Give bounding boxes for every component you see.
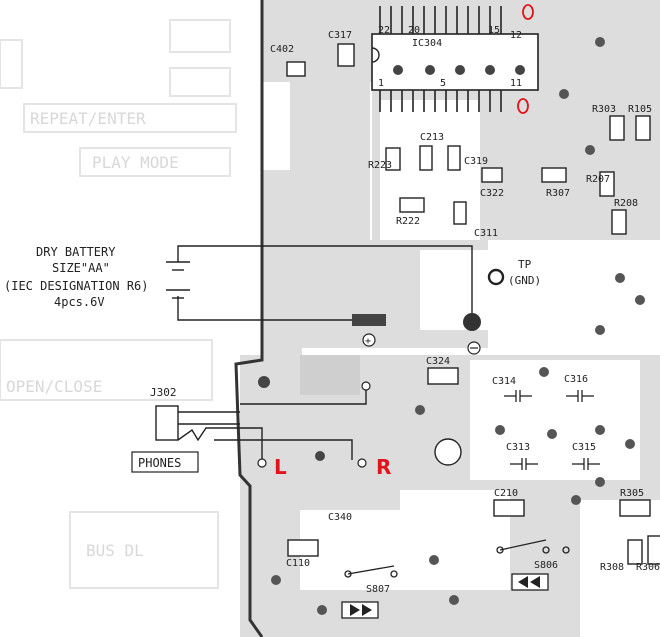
test-point-net: (GND) <box>508 274 541 287</box>
test-point-gnd <box>487 268 505 286</box>
phones-jack <box>155 388 367 460</box>
ic-pin-5: 5 <box>440 78 446 89</box>
battery-wiring <box>166 245 473 322</box>
ref-c319: C319 <box>464 156 488 167</box>
ic304 <box>371 6 539 112</box>
component-labels: C402 C317 R223 C213 C319 C322 R307 R222 … <box>270 30 660 595</box>
ref-s806: S806 <box>534 560 558 571</box>
phones-label-box <box>131 451 199 473</box>
battery-line-1: DRY BATTERY <box>36 245 116 259</box>
battery-line-2: SIZE"AA" <box>52 261 110 275</box>
capacitor-pairs <box>504 390 600 470</box>
ic-pin-15: 15 <box>488 25 500 36</box>
ref-c317: C317 <box>328 30 352 41</box>
ic-pin-20: 20 <box>408 25 420 36</box>
ic-ref: IC304 <box>412 38 442 49</box>
ref-c316: C316 <box>564 374 588 385</box>
channel-left-annotation: L <box>274 455 287 479</box>
scattered-pads <box>271 37 645 615</box>
ref-c213: C213 <box>420 132 444 143</box>
ic-pin-22: 22 <box>378 25 390 36</box>
ref-r308: R308 <box>600 562 624 573</box>
ref-r207: R207 <box>586 174 610 185</box>
ghost-label-busdl: BUS DL <box>86 541 144 560</box>
component-bodies <box>286 43 660 565</box>
ref-s807: S807 <box>366 584 390 595</box>
polarity-plus-marker <box>362 333 376 347</box>
ref-c402: C402 <box>270 44 294 55</box>
ref-c311: C311 <box>474 228 498 239</box>
ref-c110: C110 <box>286 558 310 569</box>
ref-c313: C313 <box>506 442 530 453</box>
jack-pads <box>257 376 462 468</box>
ref-r208: R208 <box>614 198 638 209</box>
phones-label: PHONES <box>138 456 181 470</box>
polarity-plus: + <box>365 336 371 347</box>
ref-c324: C324 <box>426 356 450 367</box>
ref-r223: R223 <box>368 160 392 171</box>
red-mark-bottom <box>517 98 529 114</box>
test-point-name: TP <box>518 258 532 271</box>
battery-line-3: (IEC DESIGNATION R6) <box>4 279 149 293</box>
ref-r222: R222 <box>396 216 420 227</box>
ref-r306: R306 <box>636 562 660 573</box>
led-symbols <box>341 573 549 619</box>
battery-label: DRY BATTERY SIZE"AA" (IEC DESIGNATION R6… <box>4 245 149 309</box>
battery-contact-plus <box>352 314 386 326</box>
ref-c210: C210 <box>494 488 518 499</box>
ghost-controls <box>0 19 237 589</box>
switches <box>344 539 570 578</box>
ref-r105: R105 <box>628 104 652 115</box>
ghost-label-openclose: OPEN/CLOSE <box>6 377 102 396</box>
channel-right-annotation: R <box>376 455 391 479</box>
ref-c314: C314 <box>492 376 516 387</box>
ref-r307: R307 <box>546 188 570 199</box>
battery-contact-minus <box>463 313 481 331</box>
ghost-label-playmode: PLAY MODE <box>92 153 179 172</box>
ref-r305: R305 <box>620 488 644 499</box>
ghost-label-repeat: REPEAT/ENTER <box>30 109 146 128</box>
battery-line-4: 4pcs.6V <box>54 295 105 309</box>
ic-pin-1: 1 <box>378 78 384 89</box>
ref-c340: C340 <box>328 512 352 523</box>
jack-ref: J302 <box>150 386 177 399</box>
ref-c322: C322 <box>480 188 504 199</box>
ic-pin-12: 12 <box>510 30 522 41</box>
ic-pin-11: 11 <box>510 78 522 89</box>
ref-c315: C315 <box>572 442 596 453</box>
red-mark-top <box>522 4 534 20</box>
board-edge <box>234 0 264 637</box>
ref-r303: R303 <box>592 104 616 115</box>
